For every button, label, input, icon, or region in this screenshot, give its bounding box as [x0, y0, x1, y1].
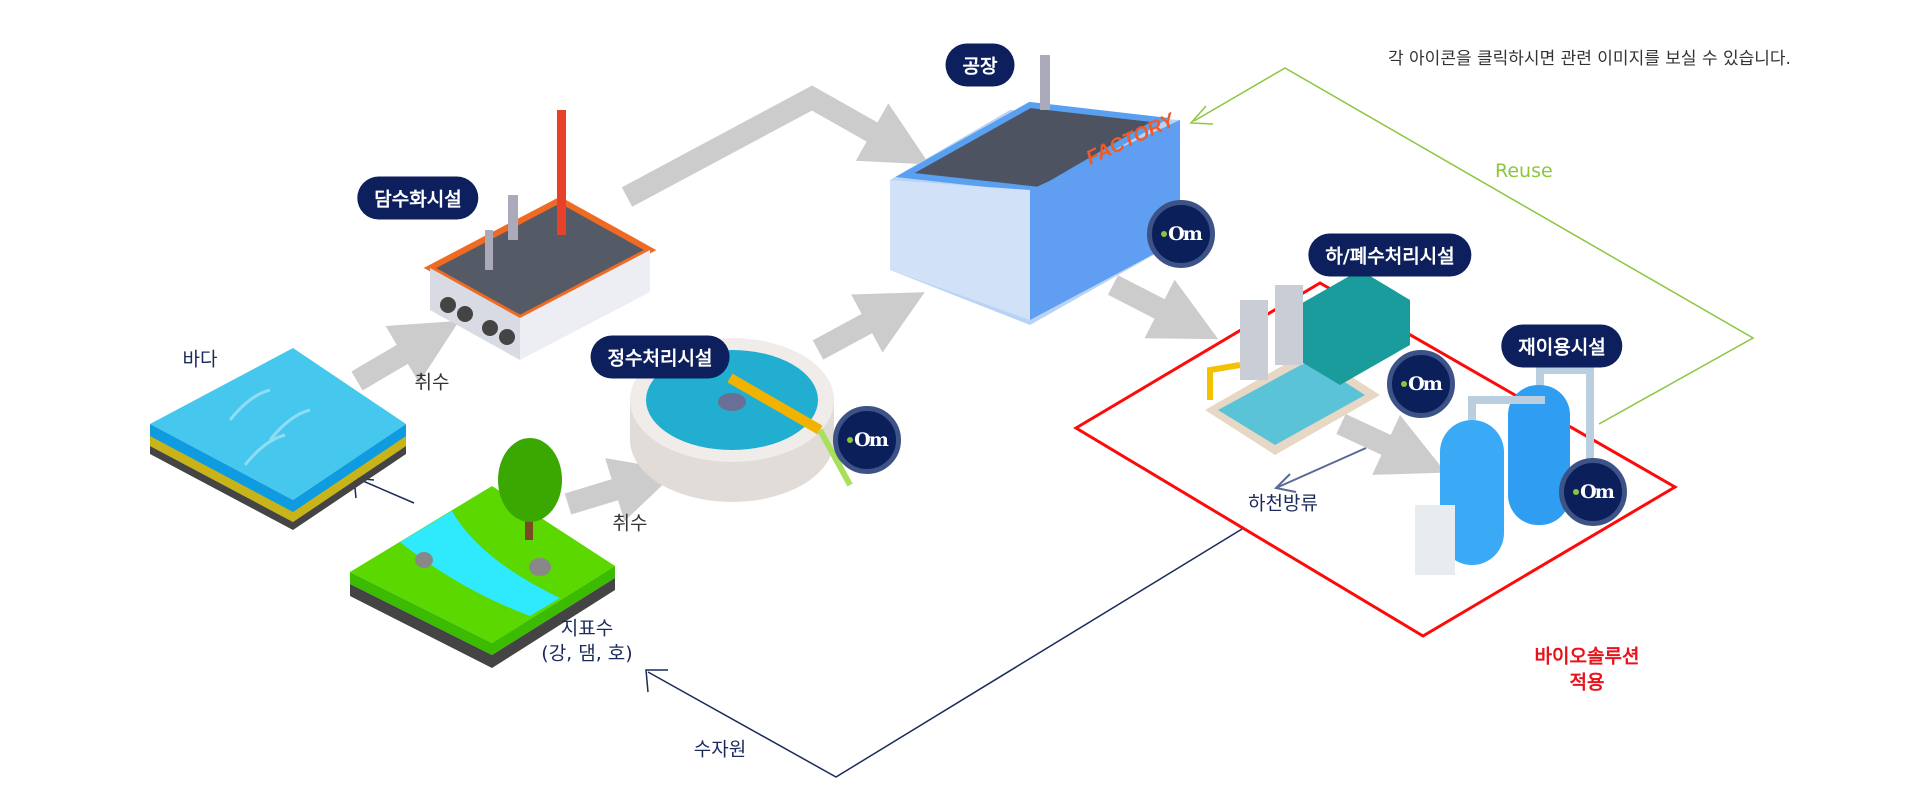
surface-water-title: 지표수 [560, 617, 614, 640]
intake-label-1: 취수 [414, 371, 450, 394]
sea-label: 바다 [182, 348, 218, 371]
arrow-sea-desal [351, 320, 460, 391]
water-resource-line [647, 528, 1243, 778]
desalination-button[interactable]: 담수화시설 [357, 176, 479, 220]
water-treatment-button[interactable]: 정수처리시설 [590, 335, 730, 379]
surface-water-tile [350, 438, 615, 668]
water-resource-arrowhead [645, 669, 668, 693]
factory-building: FACTORY [890, 55, 1180, 325]
bio-solution-area [1073, 281, 1678, 638]
om-logo: Om [854, 429, 889, 451]
arrow-factory-waste [1107, 275, 1219, 340]
discharge-line [1275, 447, 1367, 489]
factory-button[interactable]: 공장 [945, 43, 1015, 87]
discharge-arrowhead [1273, 473, 1297, 493]
flow-arrows [351, 85, 1446, 522]
notice-text: 각 아이콘을 클릭하시면 관련 이미지를 보실 수 있습니다. [1388, 49, 1791, 69]
surface-water-label: 지표수 (강, 댐, 호) [541, 616, 632, 665]
bio-solution-line1: 바이오솔루션 [1534, 645, 1640, 668]
arrow-waste-reuse [1336, 414, 1446, 475]
wastewater-button[interactable]: 하/폐수처리시설 [1308, 233, 1472, 277]
om-logo: Om [1168, 223, 1203, 245]
reuse-label: Reuse [1495, 160, 1553, 182]
reuse-tanks [1415, 366, 1594, 575]
om-logo: Om [1580, 481, 1615, 503]
water-resource-label: 수자원 [693, 738, 747, 761]
river-discharge-label: 하천방류 [1248, 492, 1318, 515]
om-logo: Om [1408, 373, 1443, 395]
dot-icon [847, 437, 854, 443]
reuse-line [1193, 67, 1755, 425]
intake-label-2: 취수 [612, 512, 648, 535]
dot-icon [1401, 381, 1408, 387]
dot-icon [1573, 489, 1580, 495]
reuse-arrowhead [1189, 105, 1214, 125]
dot-icon [1161, 231, 1168, 237]
om-badge-wastewater[interactable]: Om [1387, 350, 1455, 418]
bio-solution-label: 바이오솔루션 적용 [1535, 644, 1640, 695]
wastewater-plant [1205, 270, 1410, 455]
om-badge-reuse[interactable]: Om [1559, 458, 1627, 526]
reuse-facility-button[interactable]: 재이용시설 [1501, 324, 1623, 368]
om-badge-water-treatment[interactable]: Om [833, 406, 901, 474]
surface-water-subtitle: (강, 댐, 호) [541, 642, 633, 664]
arrow-surface-treat [564, 458, 678, 522]
om-badge-factory[interactable]: Om [1147, 200, 1215, 268]
sea-tile [150, 348, 406, 530]
bio-solution-line2: 적용 [1569, 671, 1605, 693]
arrow-treat-factory [812, 292, 925, 360]
desalination-building [423, 110, 657, 360]
arrow-desal-factory [621, 85, 930, 207]
sea-return-line [355, 477, 415, 504]
